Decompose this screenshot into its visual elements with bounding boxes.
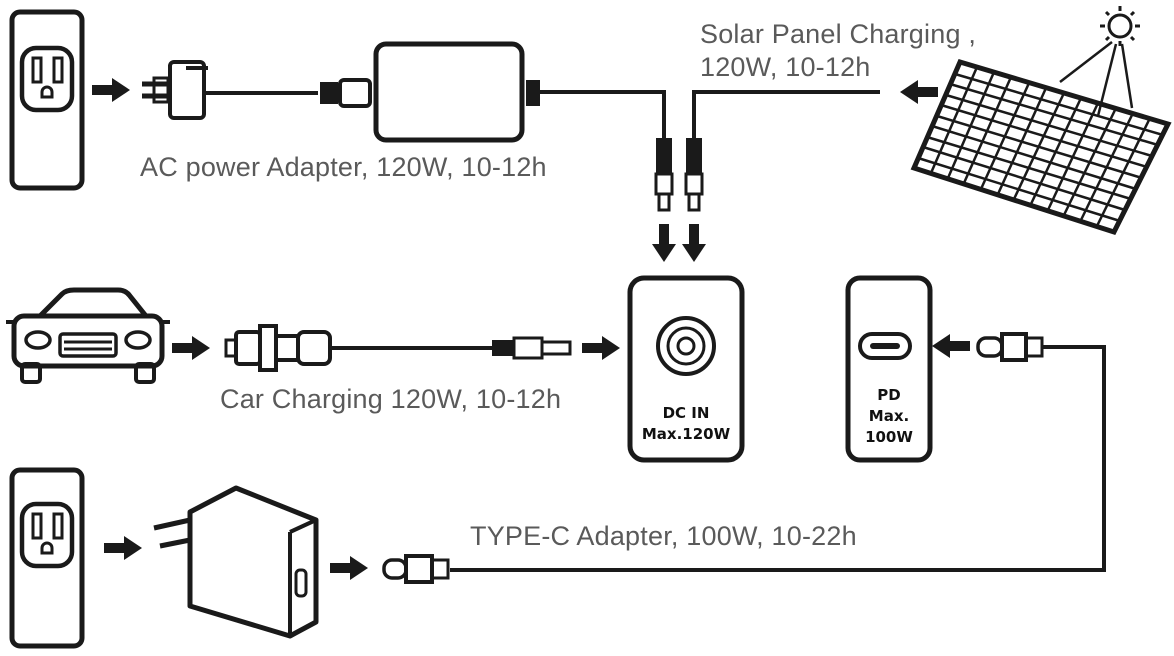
usb-c-connector-icon bbox=[382, 554, 450, 584]
usb-c-connector-icon bbox=[976, 332, 1044, 362]
sun-icon bbox=[1059, 6, 1140, 117]
pd-watts: 100W bbox=[865, 428, 913, 446]
arrow-icon bbox=[652, 224, 676, 262]
usb-c-port-icon bbox=[858, 332, 912, 360]
dc-barrel-connector-icon bbox=[492, 336, 572, 360]
arrow-icon bbox=[682, 224, 706, 262]
dc-in-port bbox=[627, 275, 745, 463]
dc-in-label: DC IN Max.120W bbox=[630, 403, 742, 445]
solar-caption-line2: 120W, 10-12h bbox=[700, 52, 871, 82]
dc-barrel-connector-icon bbox=[654, 138, 674, 212]
usb-c-wall-charger-icon bbox=[153, 485, 319, 639]
dc-in-max: Max.120W bbox=[641, 425, 731, 443]
arrow-icon bbox=[330, 556, 368, 580]
pd-port bbox=[845, 275, 933, 463]
car-charger-icon bbox=[224, 324, 332, 372]
dc-in-title: DC IN bbox=[662, 404, 710, 422]
arrow-icon bbox=[172, 336, 210, 360]
arrow-icon bbox=[92, 78, 130, 102]
pd-label: PD Max. 100W bbox=[848, 385, 930, 448]
pd-max: Max. bbox=[868, 407, 910, 425]
dc-port-icon bbox=[656, 316, 716, 376]
wall-outlet-icon bbox=[9, 9, 85, 191]
typec-adapter-caption: TYPE-C Adapter, 100W, 10-22h bbox=[470, 521, 857, 551]
wall-outlet-icon bbox=[9, 467, 85, 649]
arrow-icon bbox=[582, 336, 620, 360]
pd-title: PD bbox=[877, 386, 901, 404]
ac-adapter-caption: AC power Adapter, 120W, 10-12h bbox=[140, 152, 547, 182]
solar-caption-line1: Solar Panel Charging , bbox=[700, 19, 977, 49]
arrow-icon bbox=[932, 334, 970, 358]
ac-adapter-icon bbox=[320, 41, 540, 143]
car-icon bbox=[6, 287, 170, 384]
arrow-icon bbox=[900, 80, 938, 104]
car-charging-caption: Car Charging 120W, 10-12h bbox=[220, 384, 562, 414]
ac-plug-icon bbox=[142, 60, 208, 120]
dc-barrel-connector-icon bbox=[684, 138, 704, 212]
solar-panel-icon bbox=[910, 58, 1172, 236]
arrow-icon bbox=[104, 536, 142, 560]
